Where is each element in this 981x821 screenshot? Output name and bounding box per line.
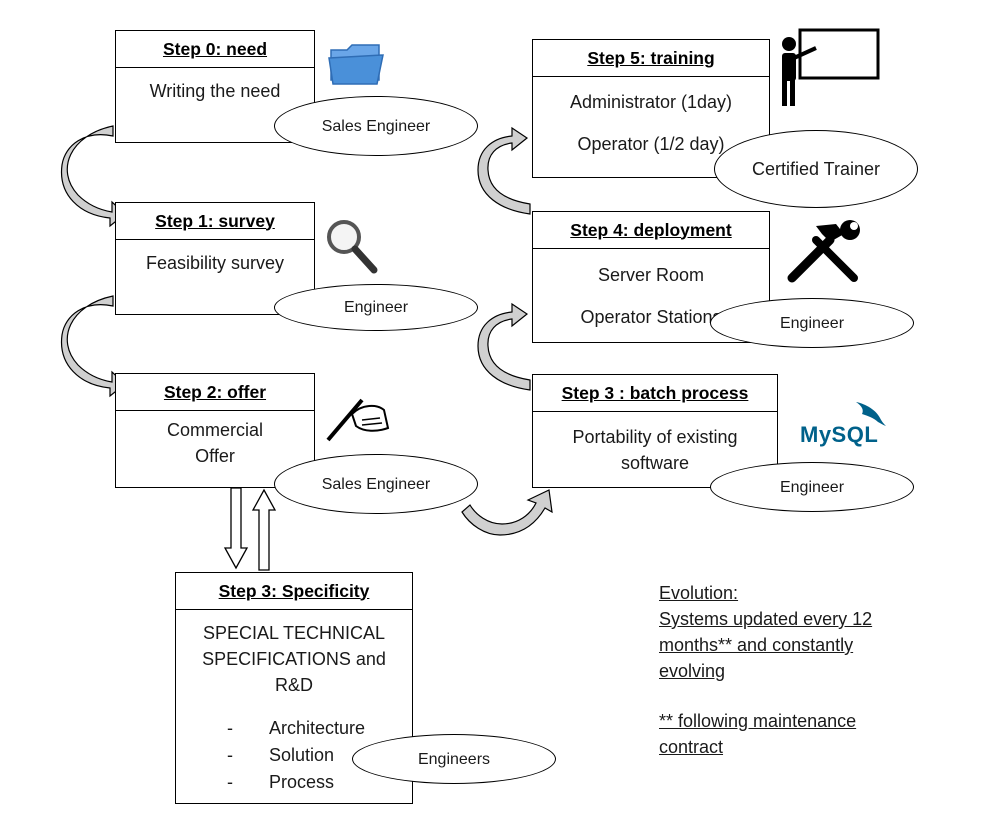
mysql-logo: MySQL [798,400,894,450]
step1-box: Step 1: survey Feasibility survey [115,202,315,315]
step3-spec-bullets: - Architecture - Solution - Process [175,715,365,796]
step2-line-2: Offer [195,446,235,466]
bullet-text: Solution [269,745,335,765]
step5-line-2: Operator (1/2 day) [577,134,725,154]
bullet-text: Process [269,772,335,792]
step3-batch-role: Engineer [710,462,914,512]
step4-box: Step 4: deployment Server Room Operator … [532,211,770,343]
step3-spec-line-2: SPECIFICATIONS and [202,649,386,669]
step4-title: Step 4: deployment [533,212,769,249]
step1-role: Engineer [274,284,478,331]
step3-spec-role: Engineers [352,734,556,784]
dolphin-icon [856,402,886,426]
tools-icon [787,220,860,283]
step3-spec-line-1: SPECIAL TECHNICAL [202,623,386,643]
bullet-dash: - [227,772,233,792]
step2-title: Step 2: offer [116,374,314,411]
curved-arrow-step2-step3 [461,489,553,536]
step0-title: Step 0: need [116,31,314,68]
step3-batch-line-1: Portability of existing [572,427,738,447]
step3-spec-title: Step 3: Specificity [176,573,412,610]
note-line: evolving [659,661,726,681]
step3-spec-box: Step 3: Specificity SPECIAL TECHNICAL SP… [175,572,413,804]
step4-line-1: Server Room [597,265,705,285]
step5-title: Step 5: training [533,40,769,77]
note-footnote-line: ** following maintenance [659,711,857,731]
bullet-text: Architecture [269,718,366,738]
step3-batch-box: Step 3 : batch process Portability of ex… [532,374,778,488]
step2-line-1: Commercial [166,420,263,440]
bullet-item: - Solution [175,742,365,769]
evolution-note: Evolution: Systems updated every 12 mont… [659,580,959,760]
note-line: months** and constantly [659,635,854,655]
step2-role: Sales Engineer [274,454,478,514]
curved-arrow-step3-step4 [477,302,531,391]
step2-box: Step 2: offer Commercial Offer [115,373,315,488]
step1-title: Step 1: survey [116,203,314,240]
step5-role: Certified Trainer [714,130,918,208]
bullet-dash: - [227,718,233,738]
step0-role: Sales Engineer [274,96,478,156]
step0-line-1: Writing the need [149,81,281,101]
step4-role: Engineer [710,298,914,348]
note-footnote-line: contract [659,737,724,757]
up-arrow-spec-to-offer [251,488,277,571]
step3-batch-title: Step 3 : batch process [533,375,777,412]
note-line: Systems updated every 12 [659,609,873,629]
note-title: Evolution: [659,583,739,603]
step3-spec-line-3: R&D [274,675,313,695]
pen-hand-icon [326,398,390,442]
magnifier-icon [327,220,378,274]
folder-icon [328,44,384,85]
curved-arrow-step4-step5 [477,126,531,215]
step5-line-1: Administrator (1day) [569,92,733,112]
mysql-logo-text: MySQL [800,422,879,447]
bullet-dash: - [227,745,233,765]
bullet-item: - Architecture [175,715,365,742]
step3-batch-line-2: software [620,453,690,473]
step4-line-2: Operator Stations [580,307,722,327]
presenter-icon [782,28,880,106]
step1-line-1: Feasibility survey [145,253,285,273]
down-arrow-offer-to-spec [223,487,249,570]
bullet-item: - Process [175,769,365,796]
step0-box: Step 0: need Writing the need [115,30,315,143]
